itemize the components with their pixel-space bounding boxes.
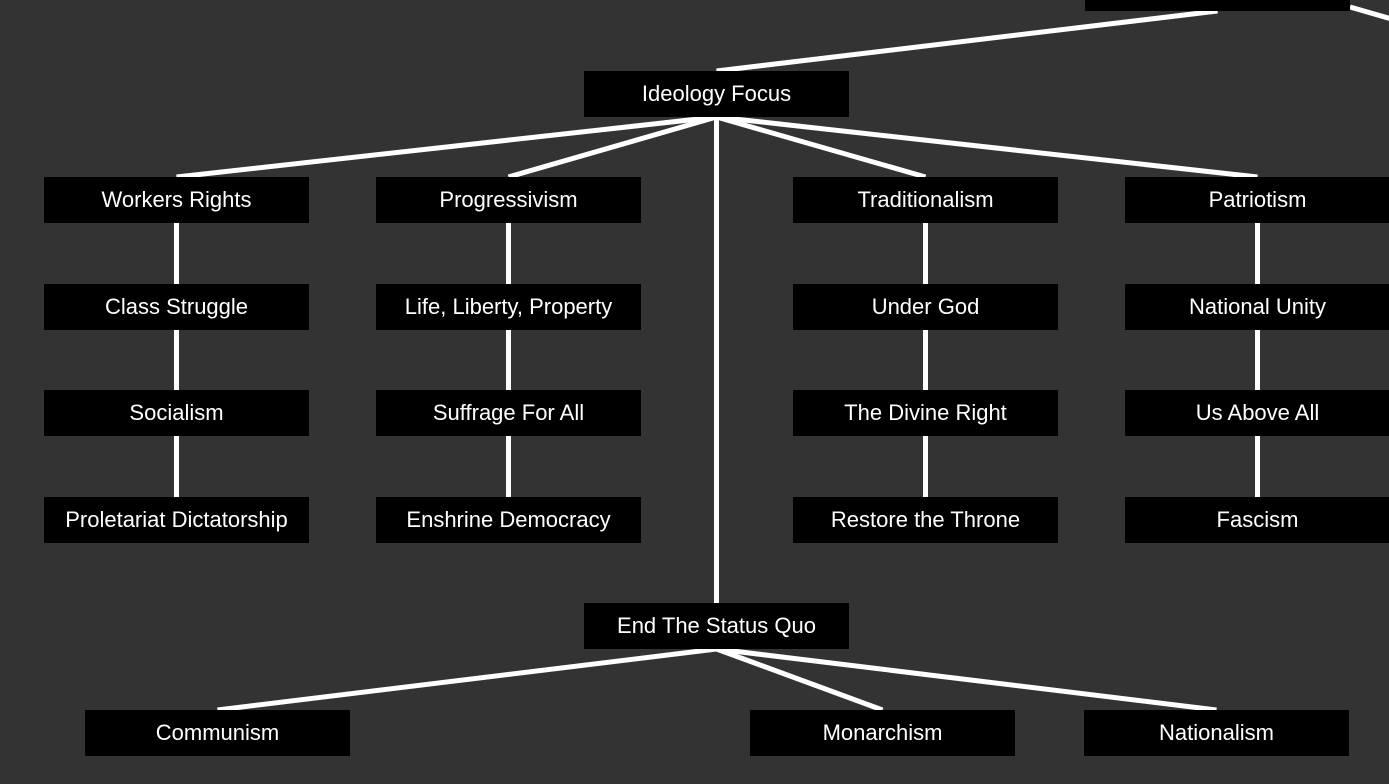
focus-node-the-divine-right[interactable]: The Divine Right	[793, 390, 1058, 436]
edge-root-offscreen-right	[1349, 4, 1389, 21]
focus-node-life-liberty-property[interactable]: Life, Liberty, Property	[376, 284, 641, 330]
focus-node-proletariat-dictatorship[interactable]: Proletariat Dictatorship	[44, 497, 309, 543]
edge-end-the-status-quo-to-monarchism	[715, 646, 884, 713]
focus-node-us-above-all[interactable]: Us Above All	[1125, 390, 1389, 436]
focus-node-nationalism[interactable]: Nationalism	[1084, 710, 1349, 756]
edge-root-to-ideology-focus	[716, 8, 1218, 74]
edge-ideology-focus-to-progressivism	[507, 114, 718, 180]
edge-ideology-focus-to-workers-rights	[176, 114, 717, 180]
focus-node-fascism[interactable]: Fascism	[1125, 497, 1389, 543]
focus-node-workers-rights[interactable]: Workers Rights	[44, 177, 309, 223]
focus-node-traditionalism[interactable]: Traditionalism	[793, 177, 1058, 223]
focus-node-progressivism[interactable]: Progressivism	[376, 177, 641, 223]
focus-node-end-the-status-quo[interactable]: End The Status Quo	[584, 603, 849, 649]
focus-node-suffrage-for-all[interactable]: Suffrage For All	[376, 390, 641, 436]
focus-node-socialism[interactable]: Socialism	[44, 390, 309, 436]
focus-node-communism[interactable]: Communism	[85, 710, 350, 756]
focus-node-ideology-focus[interactable]: Ideology Focus	[584, 71, 849, 117]
focus-node-national-unity[interactable]: National Unity	[1125, 284, 1389, 330]
edge-ideology-focus-to-traditionalism	[715, 114, 927, 180]
focus-node-under-god[interactable]: Under God	[793, 284, 1058, 330]
focus-node-enshrine-democracy[interactable]: Enshrine Democracy	[376, 497, 641, 543]
focus-node-monarchism[interactable]: Monarchism	[750, 710, 1015, 756]
focus-node-root[interactable]	[1085, 0, 1350, 11]
edge-end-the-status-quo-to-nationalism	[716, 646, 1217, 713]
focus-node-restore-the-throne[interactable]: Restore the Throne	[793, 497, 1058, 543]
focus-node-patriotism[interactable]: Patriotism	[1125, 177, 1389, 223]
edge-ideology-focus-to-patriotism	[716, 114, 1258, 180]
edge-end-the-status-quo-to-communism	[217, 646, 717, 713]
focus-node-class-struggle[interactable]: Class Struggle	[44, 284, 309, 330]
